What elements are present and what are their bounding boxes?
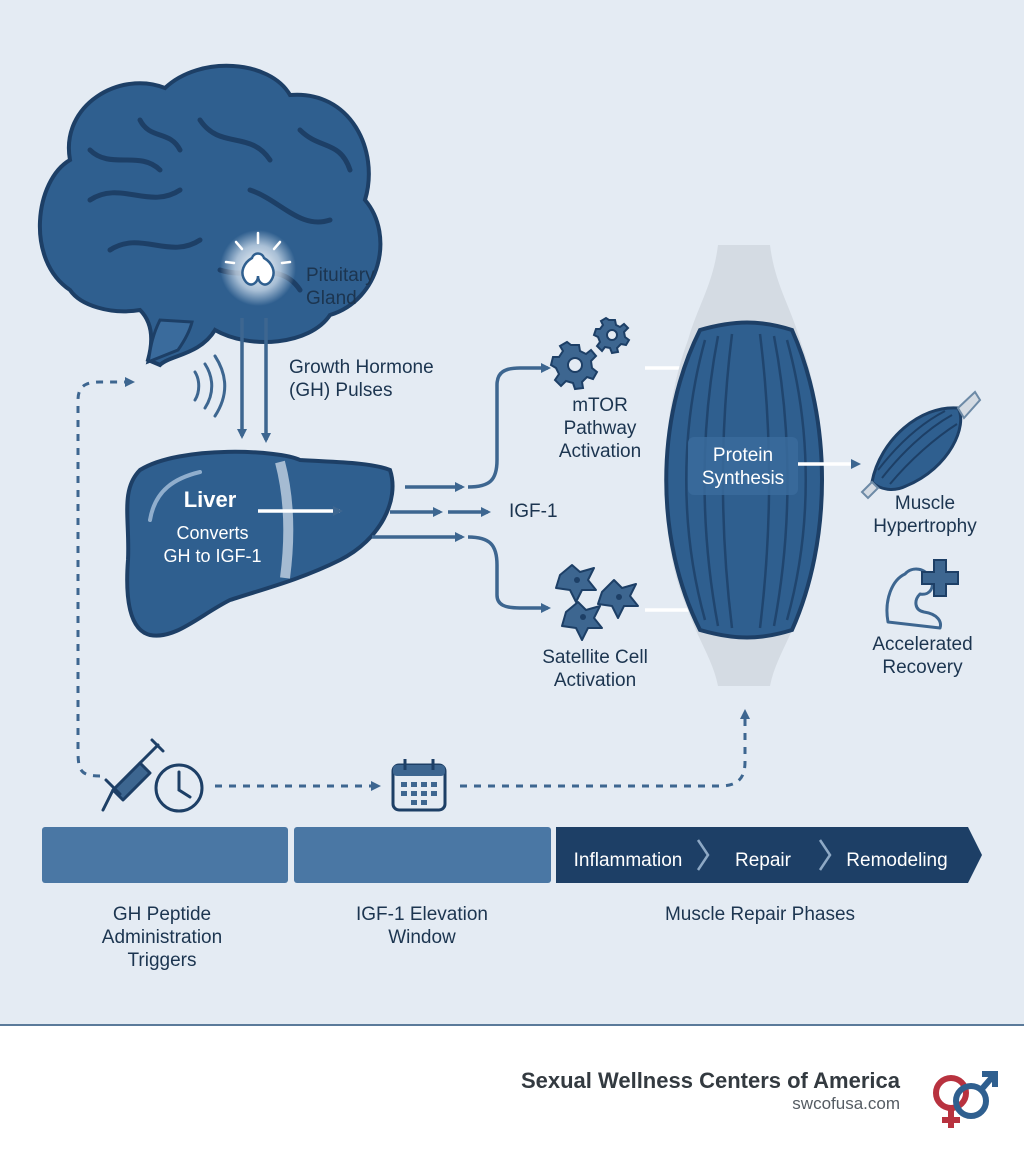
phase-repair: Repair bbox=[735, 850, 791, 871]
accelerated-recovery-label: Accelerated Recovery bbox=[872, 634, 973, 678]
clock-icon bbox=[154, 763, 204, 813]
liver-icon bbox=[125, 449, 395, 638]
caption-administration: GH Peptide Administration Triggers bbox=[101, 904, 223, 971]
liver-subtitle: Converts GH to IGF-1 bbox=[163, 523, 262, 566]
gh-pulses-label: Growth Hormone (GH) Pulses bbox=[289, 357, 434, 401]
footer: Sexual Wellness Centers of America swcof… bbox=[0, 1024, 1024, 1156]
signal-waves-icon bbox=[193, 354, 227, 418]
timeline-segment-administration bbox=[42, 827, 288, 883]
igf1-label: IGF-1 bbox=[509, 501, 558, 522]
timeline bbox=[42, 827, 982, 883]
diagram-svg bbox=[38, 63, 982, 883]
gender-symbols-logo-icon bbox=[933, 1071, 998, 1128]
timeline-segment-igf1-window bbox=[294, 827, 551, 883]
phase-remodeling: Remodeling bbox=[846, 850, 948, 871]
brand-name: Sexual Wellness Centers of America bbox=[520, 1068, 900, 1093]
phase-inflammation: Inflammation bbox=[573, 850, 683, 871]
muscle-icon bbox=[664, 245, 824, 686]
calendar-icon bbox=[391, 759, 447, 812]
gears-icon bbox=[549, 316, 631, 391]
satellite-cell-label: Satellite Cell Activation bbox=[542, 647, 648, 691]
plus-icon bbox=[921, 559, 959, 597]
diagram-canvas: Pituitary Gland Growth Hormone (GH) Puls… bbox=[38, 63, 982, 971]
caption-igf1-window: IGF-1 Elevation Window bbox=[356, 904, 488, 948]
muscle-hypertrophy-icon bbox=[860, 390, 982, 500]
liver-title: Liver bbox=[183, 487, 237, 512]
muscle-hypertrophy-label: Muscle Hypertrophy bbox=[873, 493, 977, 537]
syringe-icon bbox=[101, 738, 165, 812]
mtor-pathway-label: mTOR Pathway Activation bbox=[558, 395, 642, 462]
pituitary-gland-icon bbox=[220, 230, 296, 306]
caption-repair-phases: Muscle Repair Phases bbox=[664, 904, 856, 925]
satellite-cells-icon bbox=[555, 564, 639, 641]
flexed-arm-icon bbox=[885, 567, 942, 630]
gh-pulse-arrows bbox=[237, 318, 271, 443]
pituitary-gland-label: Pituitary Gland bbox=[306, 265, 375, 309]
timeline-segment-repair-phases bbox=[556, 827, 982, 883]
protein-synthesis-label: Protein Synthesis bbox=[701, 445, 785, 489]
brain-icon bbox=[38, 63, 383, 368]
feedback-dashed-arrows bbox=[76, 377, 750, 791]
brand-url: swcofusa.com bbox=[792, 1094, 900, 1113]
igf1-arrows bbox=[372, 363, 551, 613]
